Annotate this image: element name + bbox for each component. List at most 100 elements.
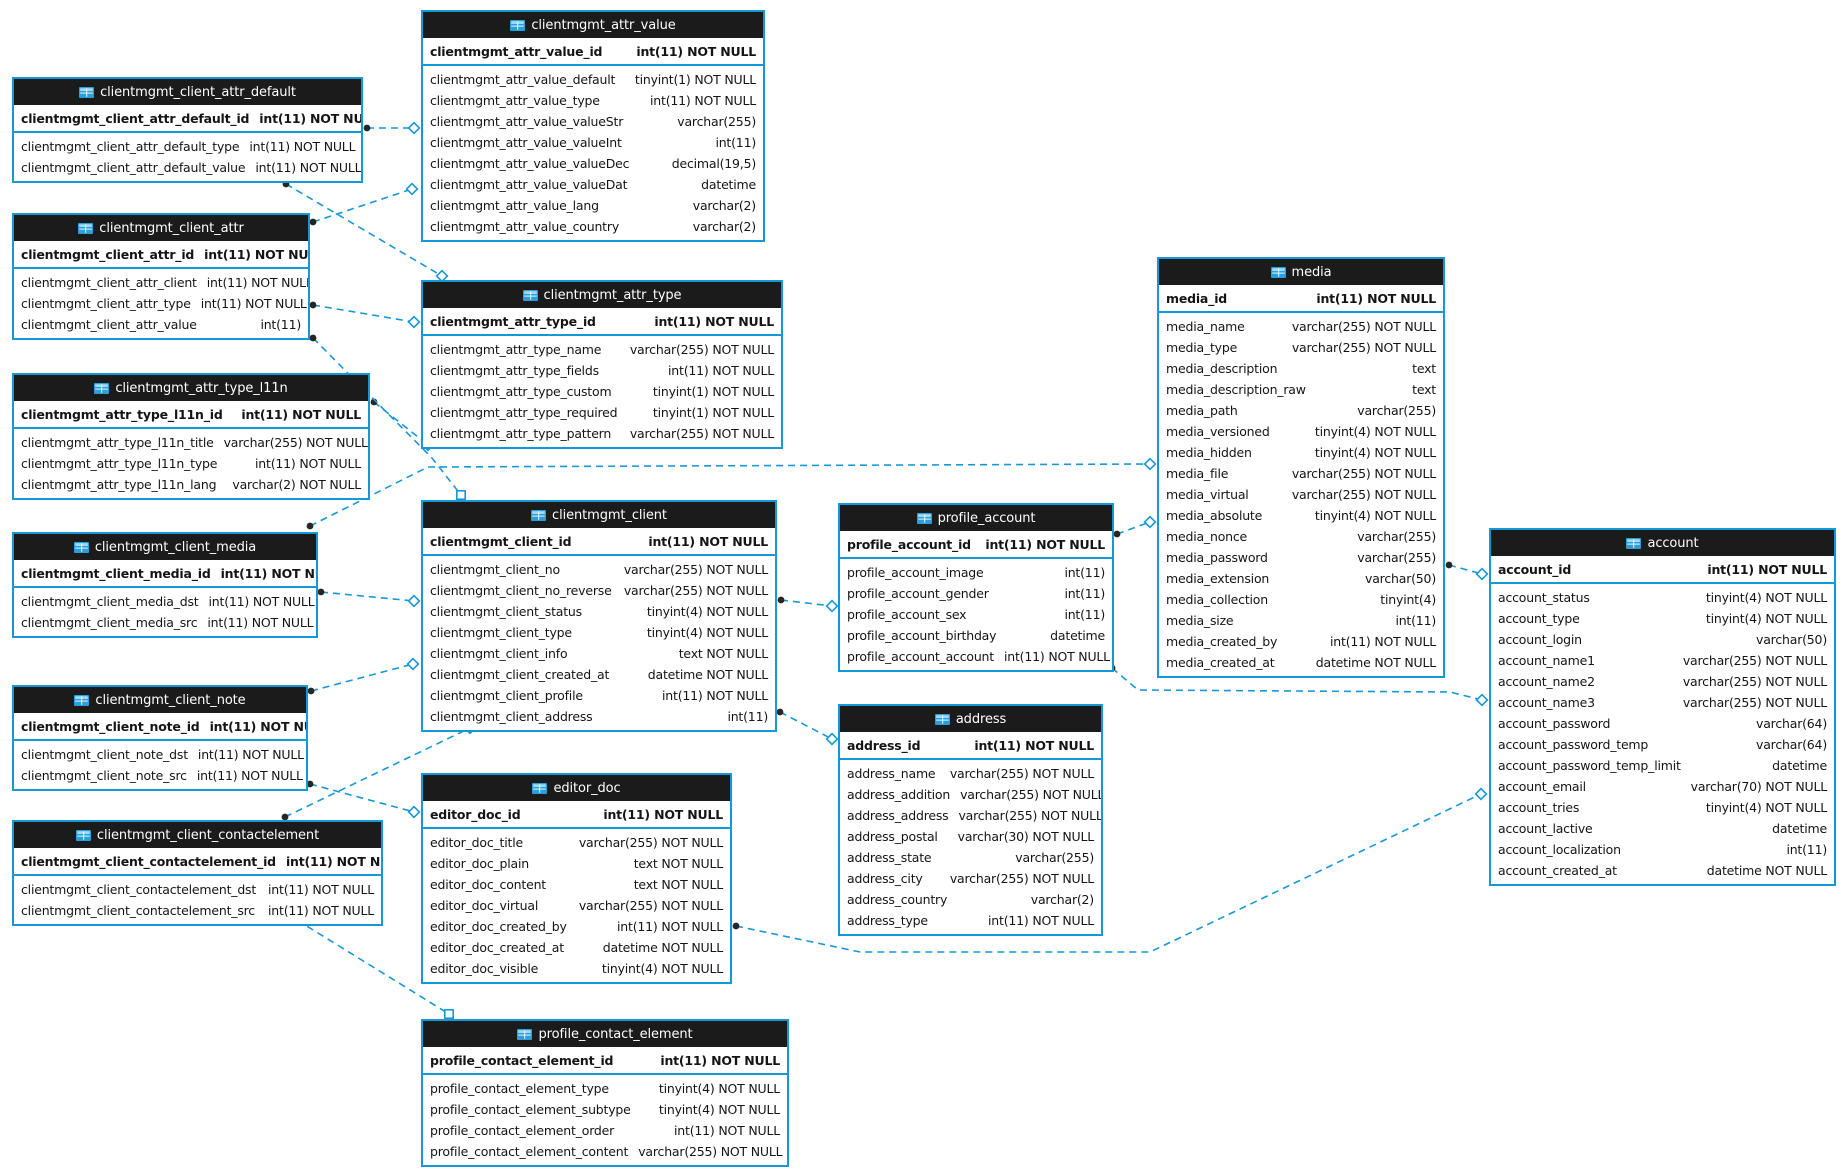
relation-profile_account-to-media[interactable] (1113, 515, 1157, 538)
table-profile_account[interactable]: profile_account profile_account_id int(1… (838, 503, 1114, 672)
table-profile_contact_element[interactable]: profile_contact_element profile_contact_… (421, 1019, 789, 1167)
table-clientmgmt_client_media[interactable]: clientmgmt_client_media clientmgmt_clien… (12, 532, 318, 638)
relation-source-dot (306, 780, 314, 788)
column-name: media_description (1166, 361, 1278, 376)
relation-clientmgmt_client_attr-to-clientmgmt_attr_type[interactable] (309, 301, 421, 329)
relation-target-diamond (407, 805, 421, 819)
column-name: account_tries (1498, 800, 1580, 815)
column-type: int(11) NOT NULL (668, 363, 774, 378)
column-type: varchar(255) NOT NULL (629, 342, 774, 357)
relation-clientmgmt_client_media-to-media[interactable] (306, 457, 1157, 530)
column-type: int(11) NOT NULL (207, 615, 314, 630)
relation-clientmgmt_client_media-to-clientmgmt_client[interactable] (317, 588, 421, 608)
column-type: int(11) (1064, 586, 1105, 601)
table-clientmgmt_client[interactable]: clientmgmt_client clientmgmt_client_id i… (421, 500, 777, 732)
column-type: int(11) NOT NULL (206, 275, 308, 290)
column-type: int(11) (1786, 842, 1827, 857)
pk-column-type: int(11) NOT NULL (603, 806, 723, 822)
table-icon (532, 782, 548, 794)
relation-clientmgmt_client-to-address[interactable] (776, 708, 839, 746)
column-name: clientmgmt_client_address (430, 709, 593, 724)
table-header[interactable]: address (840, 706, 1101, 732)
column-type: varchar(2) (692, 198, 756, 213)
table-header[interactable]: clientmgmt_client (423, 502, 775, 528)
relation-target-diamond (1475, 567, 1489, 581)
relation-media-to-account[interactable] (1445, 561, 1489, 581)
relation-source-dot (317, 588, 325, 596)
column-name: clientmgmt_attr_value_type (430, 93, 600, 108)
column-type: varchar(255) NOT NULL (958, 808, 1101, 823)
column-name: clientmgmt_attr_value_default (430, 72, 616, 87)
table-header[interactable]: clientmgmt_client_media (14, 534, 316, 560)
column-name: address_name (847, 766, 936, 781)
column-name: media_collection (1166, 592, 1268, 607)
relation-editor_doc-to-account[interactable] (732, 787, 1488, 953)
table-title: editor_doc (553, 780, 621, 796)
relation-target-diamond (1143, 457, 1157, 471)
table-title: clientmgmt_client (552, 507, 667, 523)
table-clientmgmt_client_attr[interactable]: clientmgmt_client_attr clientmgmt_client… (12, 213, 310, 340)
table-clientmgmt_attr_type_l11n[interactable]: clientmgmt_attr_type_l11n clientmgmt_att… (12, 373, 370, 500)
table-title: clientmgmt_client_attr (99, 220, 244, 236)
relation-clientmgmt_client_attr-to-clientmgmt_client[interactable] (309, 334, 466, 500)
relation-clientmgmt_client_note-to-clientmgmt_client[interactable] (307, 657, 420, 695)
table-clientmgmt_attr_type[interactable]: clientmgmt_attr_type clientmgmt_attr_typ… (421, 280, 783, 449)
column-name: clientmgmt_attr_value_valueDec (430, 156, 630, 171)
relation-clientmgmt_client_note-to-editor_doc[interactable] (306, 780, 421, 819)
table-media[interactable]: media media_id int(11) NOT NULL media_na… (1157, 257, 1445, 678)
relation-target-square (443, 1008, 454, 1019)
column-type: datetime (1772, 821, 1827, 836)
column-name: clientmgmt_client_no (430, 562, 560, 577)
relation-target-diamond (405, 182, 419, 196)
relation-clientmgmt_client-to-profile_account[interactable] (777, 596, 839, 613)
table-clientmgmt_client_note[interactable]: clientmgmt_client_note clientmgmt_client… (12, 685, 308, 791)
table-header[interactable]: profile_contact_element (423, 1021, 787, 1047)
table-header[interactable]: media (1159, 259, 1443, 285)
column-type: int(11) (260, 317, 301, 332)
pk-column-name: clientmgmt_attr_type_id (430, 313, 596, 329)
pk-column-type: int(11) NOT NULL (985, 536, 1105, 552)
column-name: clientmgmt_client_no_reverse (430, 583, 612, 598)
table-editor_doc[interactable]: editor_doc editor_doc_id int(11) NOT NUL… (421, 773, 732, 984)
table-header[interactable]: clientmgmt_client_attr_default (14, 79, 361, 105)
relation-source-dot (307, 687, 315, 695)
table-header[interactable]: clientmgmt_attr_value (423, 12, 763, 38)
table-header[interactable]: editor_doc (423, 775, 730, 801)
table-clientmgmt_attr_value[interactable]: clientmgmt_attr_value clientmgmt_attr_va… (421, 10, 765, 242)
table-header[interactable]: clientmgmt_client_note (14, 687, 306, 713)
column-type: varchar(2) (692, 219, 756, 234)
table-header[interactable]: account (1491, 530, 1834, 556)
table-header[interactable]: clientmgmt_attr_type (423, 282, 781, 308)
relation-target-diamond (1475, 693, 1489, 707)
relation-clientmgmt_client_attr-to-clientmgmt_attr_value[interactable] (309, 182, 419, 226)
table-header[interactable]: clientmgmt_client_attr (14, 215, 308, 241)
table-header[interactable]: clientmgmt_client_contactelement (14, 822, 381, 848)
column-name: media_virtual (1166, 487, 1249, 502)
table-header[interactable]: clientmgmt_attr_type_l11n (14, 375, 368, 401)
pk-column-name: clientmgmt_client_id (430, 533, 572, 549)
relation-clientmgmt_client_attr_default-to-clientmgmt_attr_value[interactable] (363, 121, 421, 135)
column-type: decimal(19,5) (671, 156, 756, 171)
table-account[interactable]: account account_id int(11) NOT NULL acco… (1489, 528, 1836, 886)
table-address[interactable]: address address_id int(11) NOT NULL addr… (838, 704, 1103, 936)
table-clientmgmt_client_attr_default[interactable]: clientmgmt_client_attr_default clientmgm… (12, 77, 363, 183)
table-header[interactable]: profile_account (840, 505, 1112, 531)
column-type: int(11) NOT NULL (988, 913, 1094, 928)
table-clientmgmt_client_contactelement[interactable]: clientmgmt_client_contactelement clientm… (12, 820, 383, 926)
pk-column-name: clientmgmt_client_attr_id (21, 246, 195, 262)
pk-column-name: account_id (1498, 561, 1572, 577)
